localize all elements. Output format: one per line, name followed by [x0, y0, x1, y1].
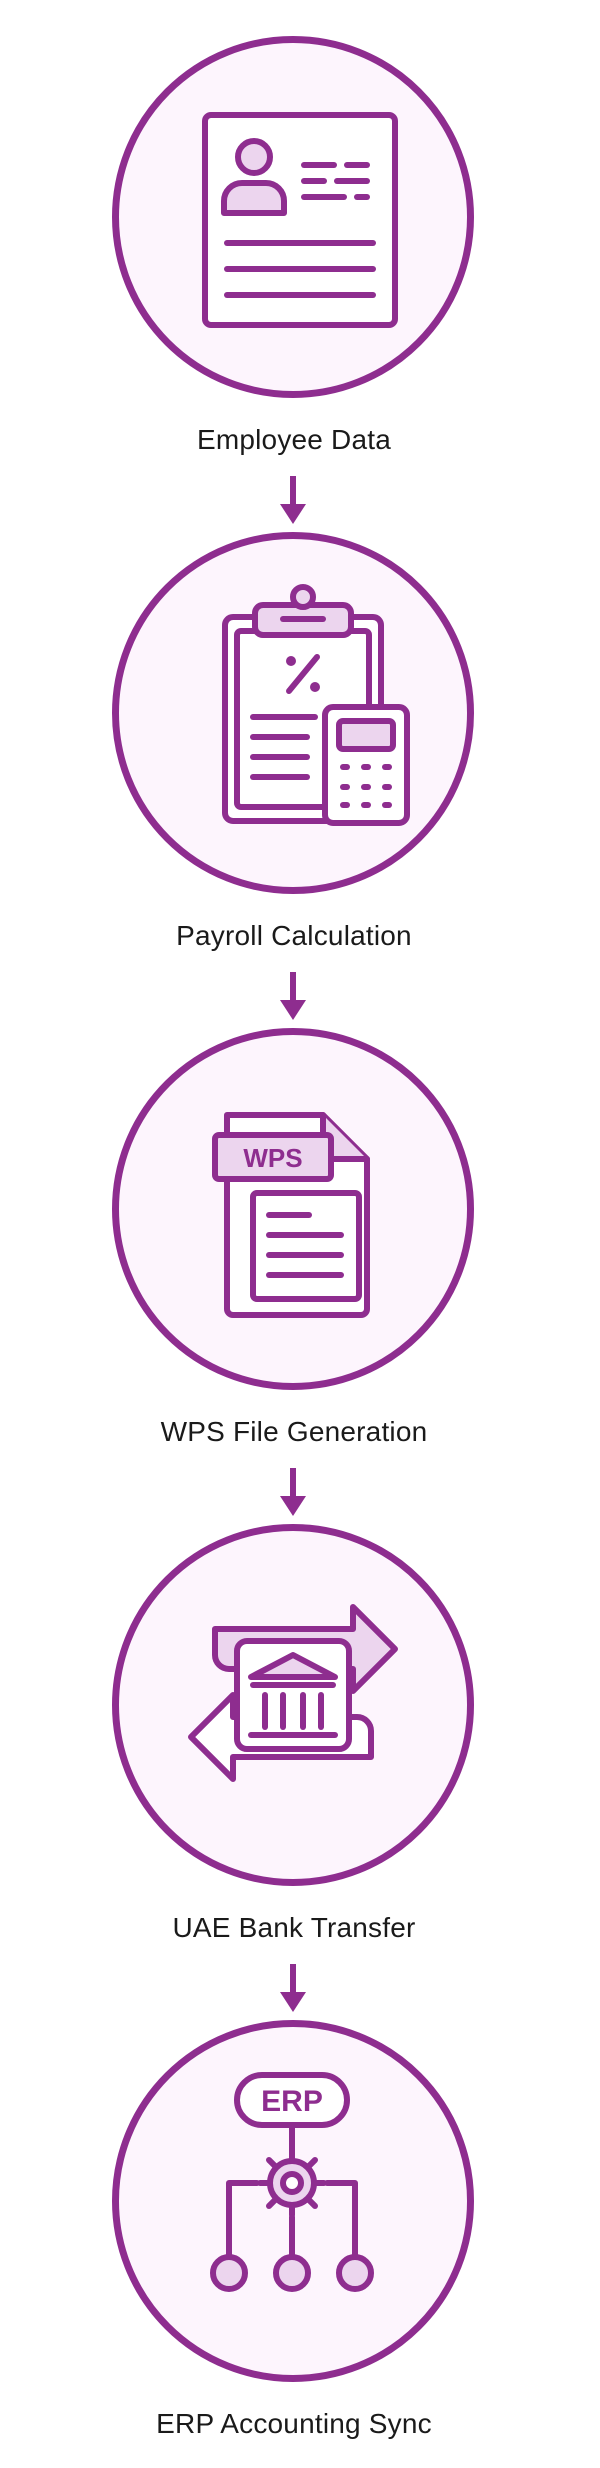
clipboard-calculator-icon	[222, 584, 410, 826]
step-label: Payroll Calculation	[176, 920, 412, 951]
erp-pill-text: ERP	[261, 2085, 323, 2118]
gear-icon	[257, 2148, 327, 2218]
step-label: ERP Accounting Sync	[156, 2408, 432, 2439]
arrow-down-icon	[280, 1964, 306, 2012]
step-label: Employee Data	[196, 424, 392, 455]
step-label: WPS File Generation	[160, 1416, 428, 1447]
erp-gear-network-icon: ERP	[210, 2072, 374, 2292]
step-circle	[112, 1524, 474, 1886]
step-circle	[112, 532, 474, 894]
arrow-down-icon	[280, 476, 306, 524]
arrow-down-icon	[280, 1468, 306, 1516]
bank-transfer-icon	[188, 1604, 398, 1782]
wps-file-icon: WPS	[212, 1112, 370, 1318]
arrow-down-icon	[280, 972, 306, 1020]
step-circle	[112, 36, 474, 398]
resume-icon	[202, 112, 398, 328]
step-circle: WPS	[112, 1028, 474, 1390]
wps-tag-text: WPS	[243, 1143, 302, 1173]
step-circle: ERP	[112, 2020, 474, 2382]
step-label: UAE Bank Transfer	[172, 1912, 416, 1943]
